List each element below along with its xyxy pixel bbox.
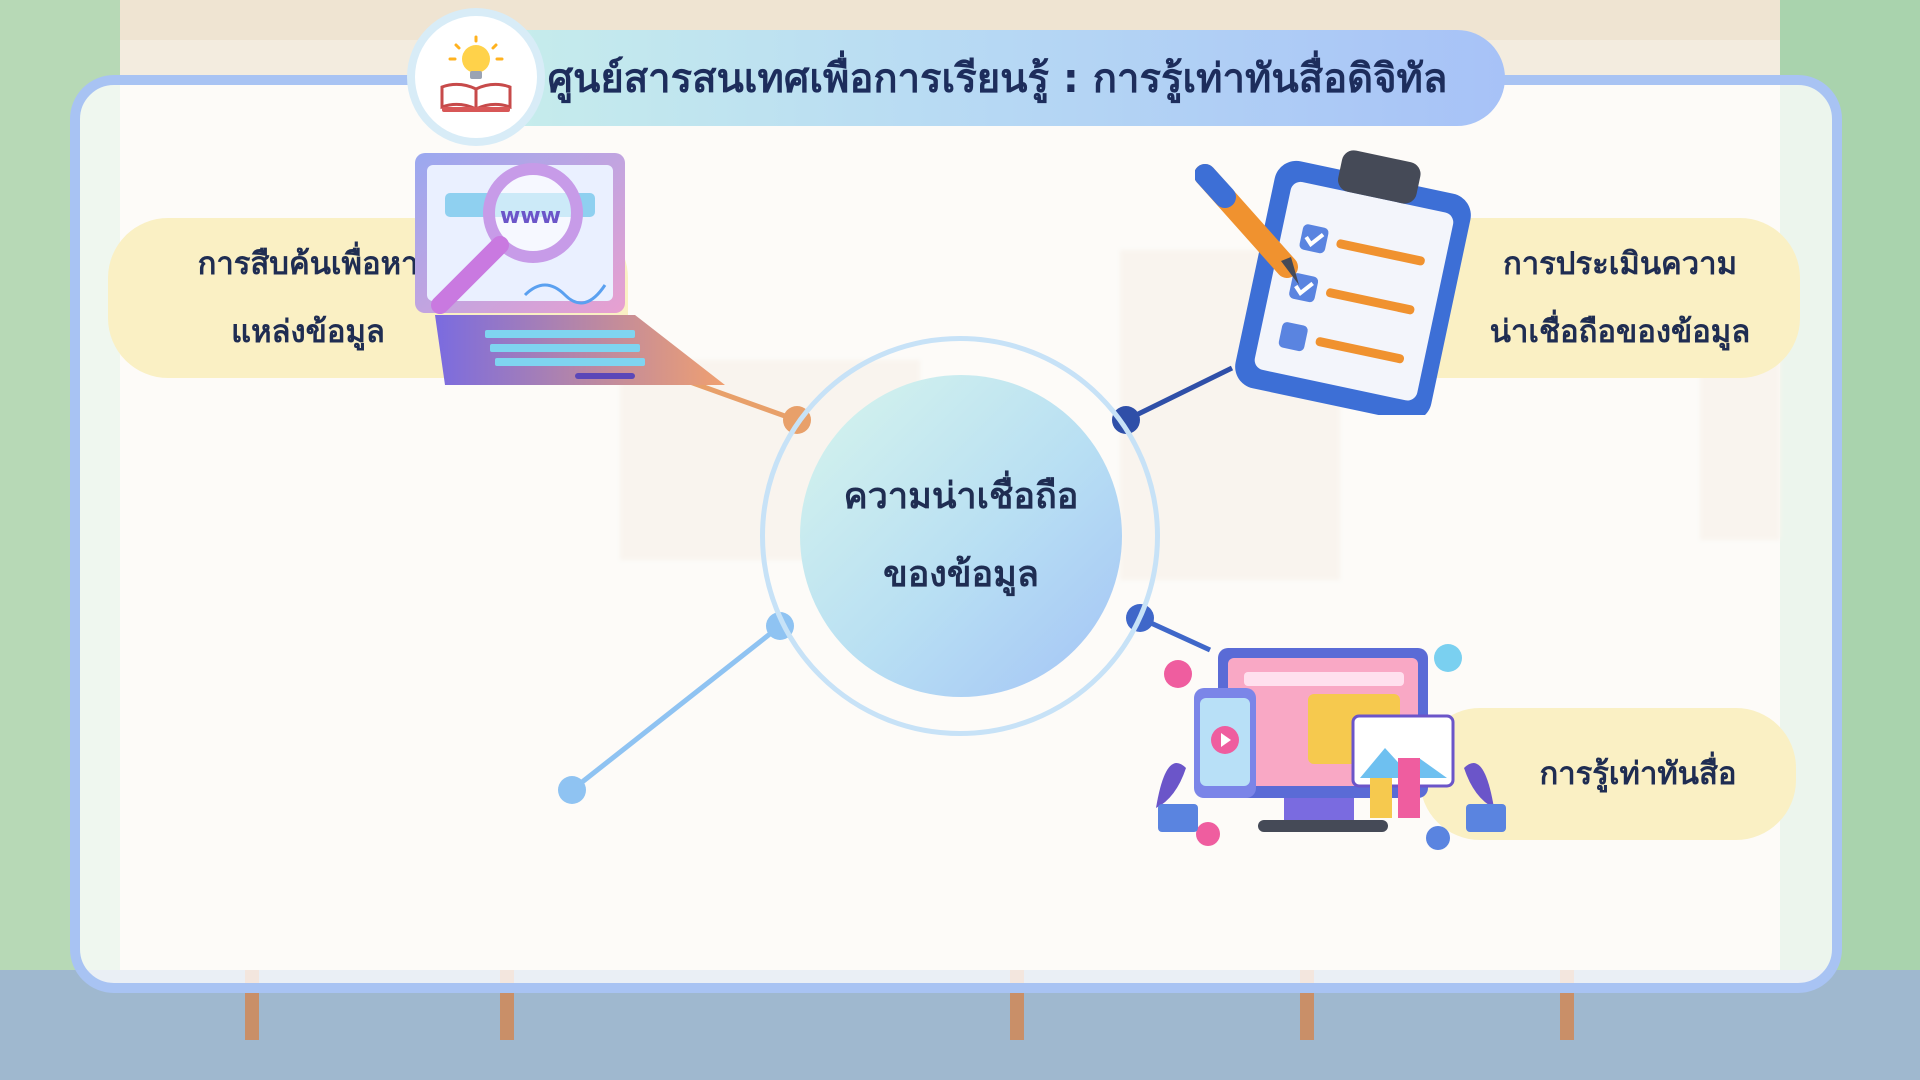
laptop-magnifier-icon: www bbox=[415, 153, 725, 385]
center-ring bbox=[760, 336, 1160, 736]
center-topic-line1: ความน่าเชื่อถือ bbox=[843, 476, 1079, 517]
node-research-line1: การสืบค้นเพื่อหา bbox=[197, 246, 419, 282]
svg-text:www: www bbox=[500, 204, 561, 229]
center-topic-line2: ของข้อมูล bbox=[883, 554, 1039, 595]
page-title: ศูนย์สารสนเทศเพื่อการเรียนรู้ : การรู้เท… bbox=[547, 56, 1448, 102]
node-evaluate-line2: น่าเชื่อถือของข้อมูล bbox=[1489, 314, 1751, 350]
header-bar: ศูนย์สารสนเทศเพื่อการเรียนรู้ : การรู้เท… bbox=[420, 30, 1505, 126]
clipboard-checklist-icon bbox=[1195, 150, 1471, 415]
node-literacy-label: การรู้เท่าทันสื่อ bbox=[1539, 756, 1737, 792]
center-topic: ความน่าเชื่อถือ ของข้อมูล bbox=[800, 375, 1122, 697]
node-evaluate-line1: การประเมินความ bbox=[1502, 246, 1737, 282]
node-research-line2: แหล่งข้อมูล bbox=[231, 314, 385, 350]
lightbulb-book-icon bbox=[415, 16, 537, 138]
social-media-monitor-icon bbox=[1156, 644, 1506, 850]
